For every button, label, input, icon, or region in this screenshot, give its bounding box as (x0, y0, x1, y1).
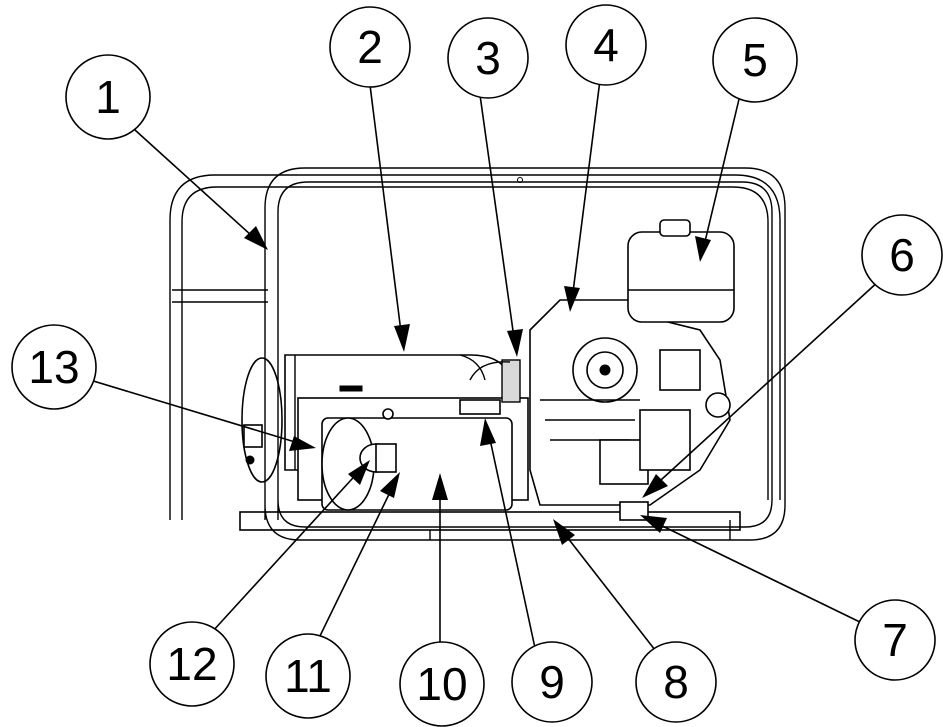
callout-2: 2 (329, 6, 411, 88)
callout-9-label: 9 (539, 656, 565, 708)
callout-9: 9 (511, 641, 593, 723)
callout-1: 1 (65, 54, 151, 140)
arrow-1 (244, 226, 268, 250)
callout-11-label: 11 (284, 650, 332, 702)
arrow-6 (642, 474, 668, 498)
arrow-12 (348, 460, 370, 485)
leader-lines (89, 79, 881, 651)
callout-1-label: 1 (95, 71, 121, 123)
callout-12-label: 12 (166, 638, 217, 690)
muffler-assembly (297, 359, 529, 511)
arrow-9 (480, 418, 496, 446)
callout-4-label: 4 (593, 19, 619, 71)
callout-12: 12 (149, 621, 235, 707)
air-cleaner (627, 219, 735, 323)
base-rail (239, 501, 741, 540)
callout-13-label: 13 (28, 341, 79, 393)
callout-5-label: 5 (742, 34, 768, 86)
callout-10: 10 (399, 641, 485, 727)
frame-front-tube (264, 167, 786, 541)
callout-6-label: 6 (889, 229, 915, 281)
callout-8: 8 (635, 641, 717, 723)
callout-10-label: 10 (416, 658, 467, 710)
callout-11: 11 (265, 633, 351, 719)
callout-3: 3 (447, 17, 529, 99)
callout-13: 13 (11, 324, 97, 410)
callout-7-label: 7 (882, 614, 908, 666)
arrow-5 (695, 236, 711, 262)
arrow-7 (640, 515, 667, 533)
arrow-2 (394, 324, 410, 352)
arrow-10 (432, 473, 448, 500)
callout-4: 4 (565, 4, 647, 86)
engine (529, 299, 731, 506)
callout-8-label: 8 (663, 656, 689, 708)
arrow-13 (289, 436, 316, 451)
callout-2-label: 2 (357, 21, 383, 73)
arrow-4 (564, 286, 580, 312)
callout-6: 6 (861, 214, 943, 296)
callout-3-label: 3 (475, 32, 501, 84)
callout-5: 5 (712, 17, 798, 103)
arrow-11 (380, 472, 400, 498)
callout-7: 7 (854, 599, 936, 681)
arrow-3 (507, 329, 523, 357)
arrow-8 (553, 519, 575, 545)
